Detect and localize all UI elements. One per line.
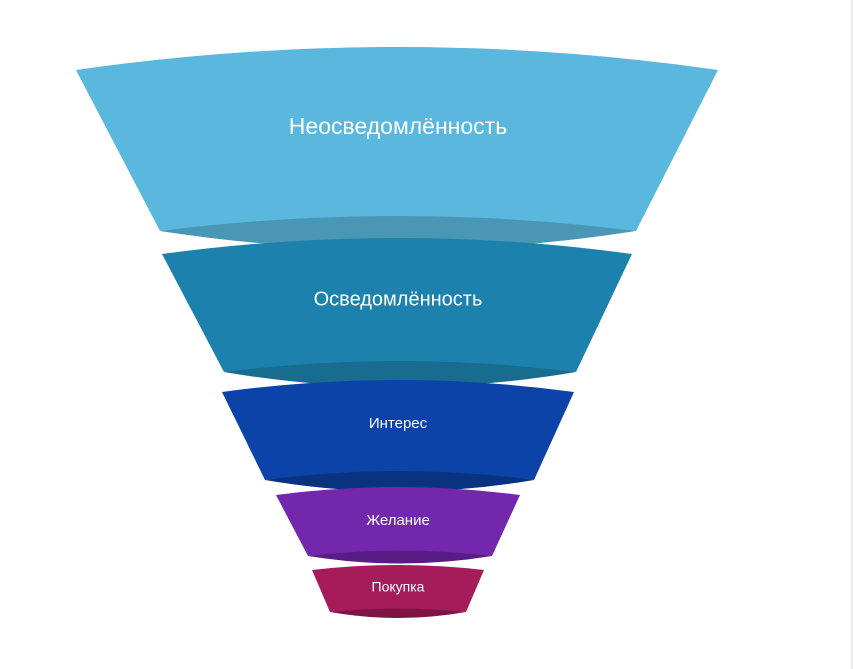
right-edge-divider [851, 0, 853, 669]
stage-desire-body [276, 487, 520, 556]
stage-desire-shade [308, 549, 492, 564]
stage-awareness-body [162, 238, 632, 372]
funnel-stage-desire: Желание [276, 487, 520, 564]
funnel-stage-unawareness: Неосведомлённость [76, 47, 718, 250]
stage-unawareness-label: Неосведомлённость [289, 113, 507, 139]
stage-awareness-shade [224, 358, 576, 387]
funnel-stage-interest: Интерес [222, 380, 574, 492]
funnel-stage-purchase: Покупка [312, 565, 484, 618]
stage-desire-label: Желание [366, 512, 430, 529]
stage-awareness-label: Осведомлённость [314, 288, 483, 310]
stage-purchase-label: Покупка [372, 579, 425, 595]
stage-purchase-body [312, 565, 484, 612]
stage-interest-label: Интерес [369, 415, 428, 432]
stage-interest-body [222, 380, 574, 480]
stage-purchase-shade [330, 607, 466, 618]
stage-interest-shade [265, 469, 534, 492]
stage-unawareness-shade [160, 213, 636, 250]
funnel-stage-awareness: Осведомлённость [162, 238, 632, 387]
stage-unawareness-body [76, 47, 718, 231]
